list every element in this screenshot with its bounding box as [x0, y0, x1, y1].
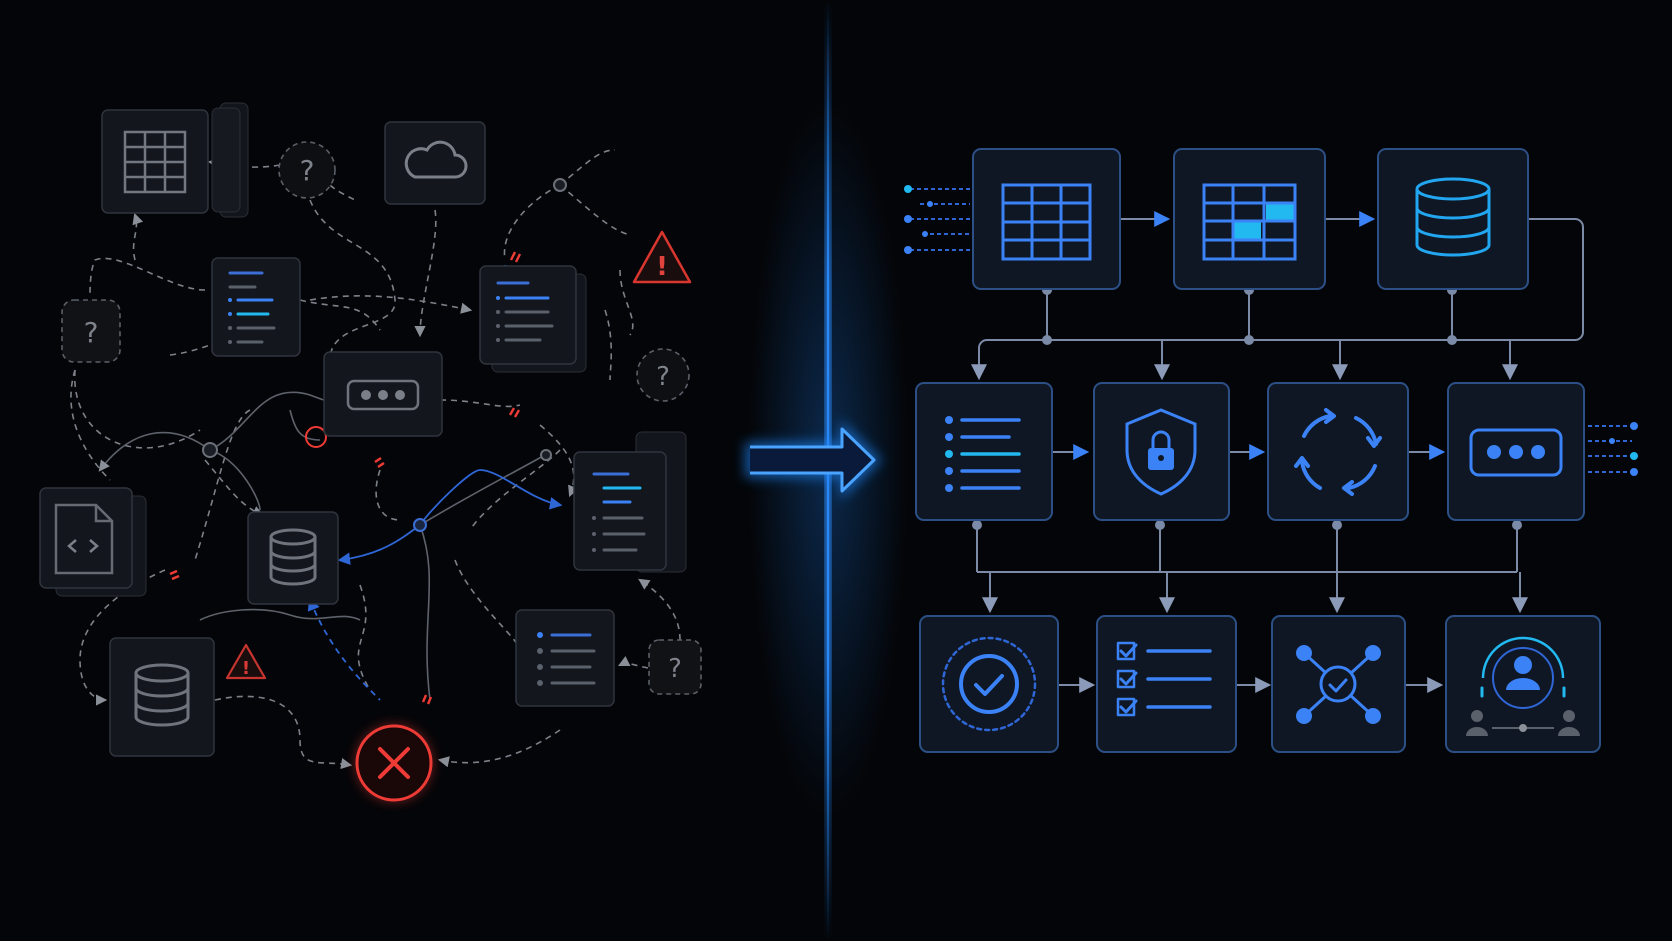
warning-icon: !: [225, 643, 267, 680]
list-icon: [228, 271, 276, 344]
unknown-marker-4: ?: [648, 639, 702, 695]
team-node: [1445, 615, 1601, 753]
ellipsis-icon: [1469, 428, 1563, 477]
shield-lock-icon: [1125, 408, 1197, 496]
table-node: [972, 148, 1121, 290]
question-glyph: ?: [668, 654, 682, 684]
question-glyph: ?: [84, 316, 99, 349]
network-check-icon: [1296, 645, 1381, 724]
cloud-node: [384, 121, 486, 205]
document-list-node-b: [479, 265, 587, 373]
database-icon: [1415, 177, 1491, 257]
database-node-b: [109, 637, 215, 757]
database-node: [1377, 148, 1529, 290]
checklist-node: [1096, 615, 1237, 753]
arrow-right-icon: [745, 420, 882, 500]
document-list-node-a: [211, 257, 301, 357]
database-icon: [134, 663, 190, 727]
list-icon: [945, 416, 1021, 492]
document-list-node-c: [573, 431, 687, 573]
ellipsis-node: [323, 351, 443, 437]
highlighted-table-icon: [1202, 183, 1297, 261]
security-node: [1093, 382, 1230, 521]
check-circle-icon: [941, 636, 1037, 732]
code-file-icon: [54, 503, 114, 575]
network-node: [1271, 615, 1406, 753]
database-node-a: [247, 511, 339, 605]
svg-text:!: !: [242, 658, 250, 679]
list-node: [915, 382, 1053, 521]
ellipsis-icon: [346, 379, 420, 411]
input-ports: [904, 185, 970, 254]
list-node-d: [515, 609, 615, 707]
database-icon: [269, 528, 317, 586]
checklist-icon: [1116, 641, 1212, 717]
list-icon: [537, 632, 596, 686]
verified-node: [919, 615, 1059, 753]
code-file-node: [39, 487, 147, 597]
cloud-icon: [404, 140, 468, 179]
sync-node: [1267, 382, 1409, 521]
spreadsheet-node: [101, 102, 249, 218]
question-glyph: ?: [656, 362, 670, 392]
sync-cycle-icon: [1294, 408, 1382, 496]
chaos-connectors: [70, 149, 681, 770]
error-icon: [354, 723, 434, 803]
table-icon: [1001, 183, 1092, 261]
unknown-marker-2: ?: [61, 299, 121, 363]
broken-link-markers: [169, 251, 522, 705]
left-chaos-panel: ? ? ? ? ! !: [39, 102, 702, 803]
svg-text:!: !: [656, 252, 668, 282]
team-user-icon: [1466, 636, 1580, 736]
table-icon: [123, 130, 187, 194]
right-pipeline-panel: [904, 148, 1638, 753]
highlighted-table-node: [1173, 148, 1326, 290]
unknown-marker-3: ?: [636, 348, 690, 402]
chaos-junctions: [202, 178, 567, 532]
list-icon: [496, 281, 554, 342]
unknown-marker-1: ?: [278, 141, 336, 199]
ellipsis-node: [1447, 382, 1585, 521]
transformation-divider: [745, 0, 908, 941]
warning-icon: !: [632, 230, 692, 284]
output-ports: [1588, 422, 1638, 476]
list-icon: [592, 472, 646, 552]
question-glyph: ?: [300, 154, 315, 187]
